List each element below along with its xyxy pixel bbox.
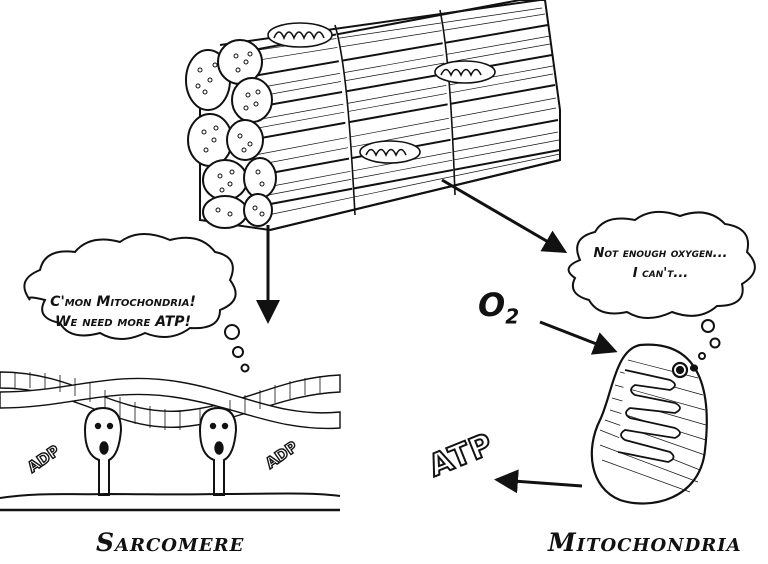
mitochondria-thought-bubble: [567, 210, 756, 360]
sarcomere-caption: Sarcomere: [96, 528, 245, 557]
muscle-fiber-bundle: [185, 0, 561, 232]
sarcomere-thought-line-2: We need more ATP!: [55, 314, 191, 330]
oxygen-subscript: 2: [505, 304, 520, 329]
oxygen-label: O2: [478, 286, 519, 328]
oxygen-symbol: O: [478, 286, 506, 324]
arrow-to-mitochondria: [441, 178, 568, 254]
mitochondria-caption: Mitochondria: [548, 528, 742, 557]
oxygen-arrow: [539, 320, 618, 355]
myofilament-actin: [0, 371, 341, 512]
sarcomere-thought-bubble: [23, 233, 250, 373]
sarcomere-thought-line-1: C'mon Mitochondria!: [50, 294, 196, 310]
mitochondria-thought-text: Not enough oxygen... I can't...: [568, 244, 753, 284]
atp-arrow: [494, 469, 583, 494]
sarcomere-thought-text: C'mon Mitochondria! We need more ATP!: [18, 292, 228, 332]
mitochondrion: [590, 343, 708, 505]
mitochondria-thought-line-1: Not enough oxygen...: [593, 246, 728, 261]
mitochondria-thought-line-2: I can't...: [632, 266, 689, 281]
